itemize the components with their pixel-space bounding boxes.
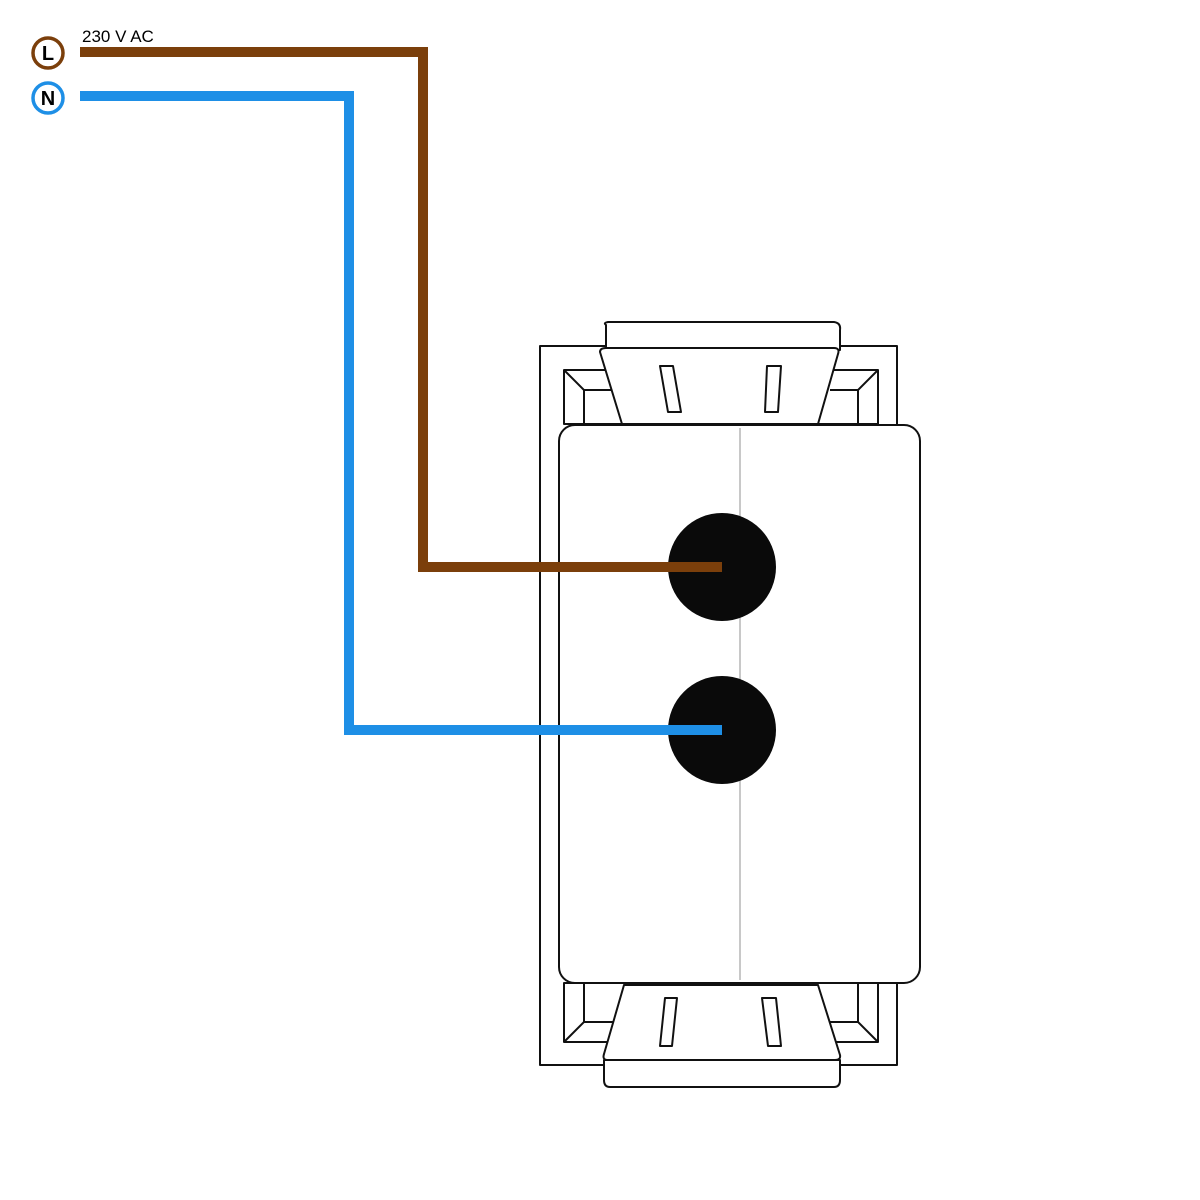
- live-wire: [80, 47, 722, 572]
- neutral-wire: [80, 91, 722, 735]
- neutral-terminal-letter: N: [41, 88, 55, 110]
- wall-outlet-device: [539, 321, 921, 1088]
- top-mounting-clip: [599, 321, 842, 425]
- live-terminal-letter: L: [42, 43, 54, 65]
- supply-voltage-label: 230 V AC: [82, 27, 154, 46]
- bottom-mounting-clip: [602, 984, 842, 1088]
- neutral-terminal-marker: N: [31, 81, 65, 115]
- live-terminal-marker: L: [31, 36, 65, 70]
